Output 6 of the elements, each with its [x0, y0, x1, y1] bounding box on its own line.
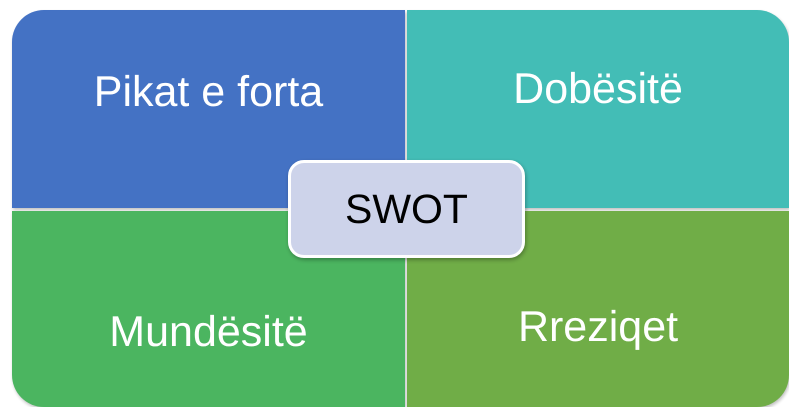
center-box	[288, 160, 525, 258]
node-label: Pikat e forta	[92, 68, 324, 117]
node-label: SWOT	[345, 186, 468, 232]
node-label: Rreziqet	[516, 303, 680, 352]
node-label: Mundësitë	[108, 308, 309, 357]
node-label: Dobësitë	[512, 65, 684, 114]
